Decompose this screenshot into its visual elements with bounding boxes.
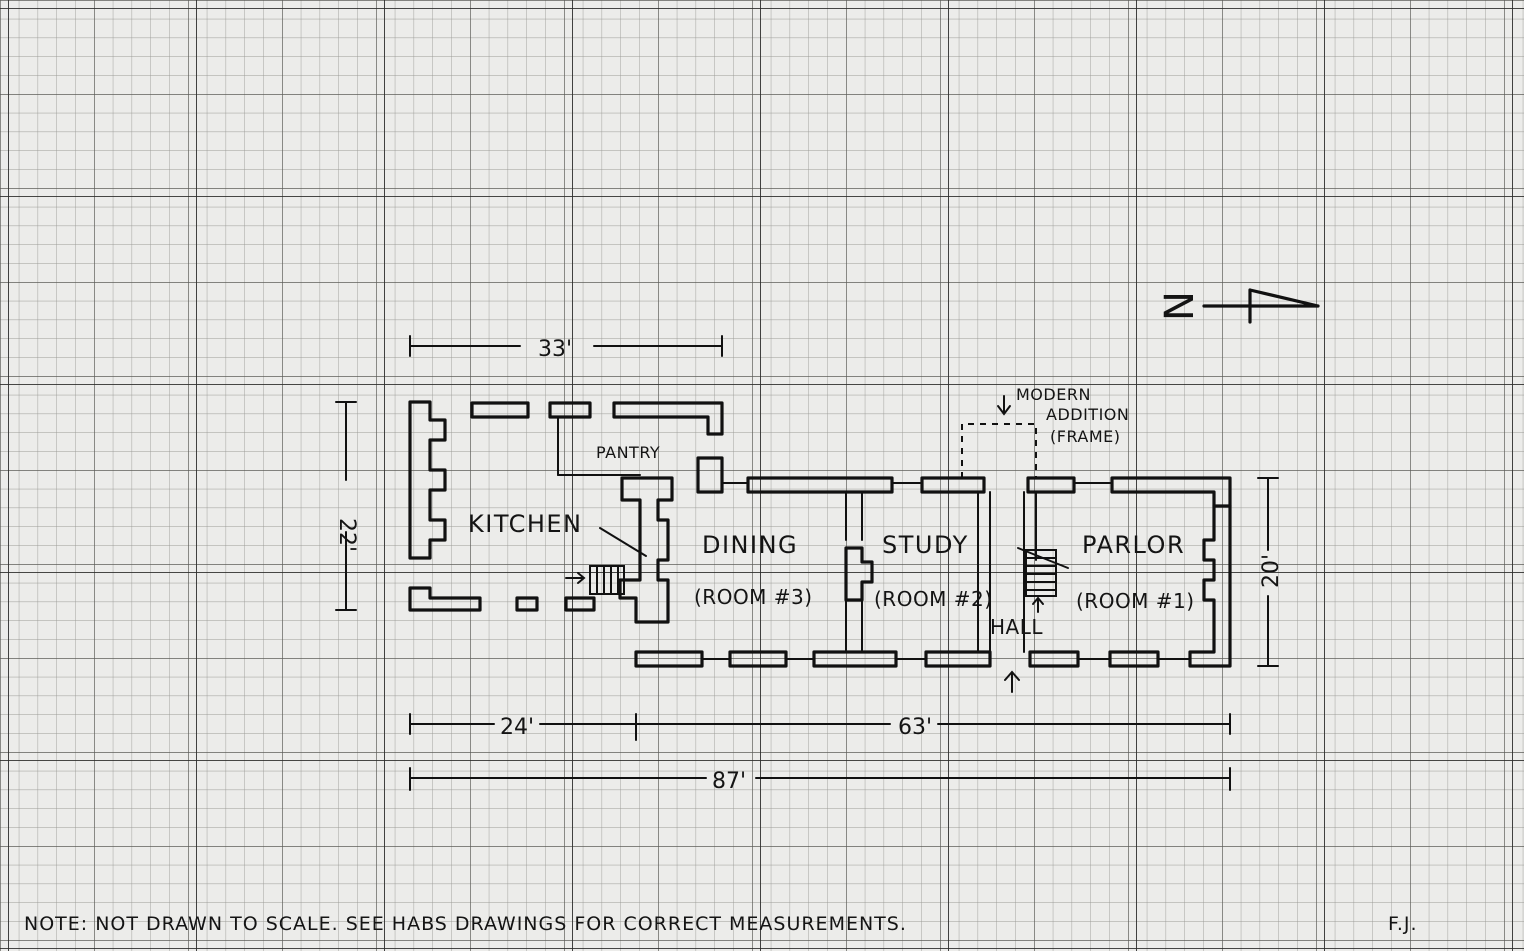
kitchen-west-wall <box>408 400 447 560</box>
entrance-arrow <box>1004 670 1020 693</box>
addition-label-line3: (FRAME) <box>1050 427 1121 446</box>
pantry-door-jamb <box>696 456 724 494</box>
central-chimney <box>618 476 674 624</box>
room-label-dining: DINING <box>702 531 798 559</box>
kitchen-window-north-1 <box>470 401 530 419</box>
dimension-left-height: 22' <box>334 518 359 552</box>
study-fireplace <box>844 546 874 602</box>
dimension-top-width: 33' <box>538 337 572 362</box>
kitchen-window-north-2 <box>548 401 592 419</box>
footer-initials: F.J. <box>1388 913 1418 935</box>
room-label-kitchen: KITCHEN <box>468 510 583 538</box>
dining-study-partition <box>845 491 863 541</box>
room-label-dining-number: (ROOM #3) <box>694 585 813 609</box>
hall-partition-west <box>977 491 991 653</box>
modern-addition-outline <box>961 423 1037 478</box>
kitchen-stair <box>565 527 647 595</box>
pantry-north-wall <box>612 401 724 436</box>
room-label-hall: HALL <box>990 615 1043 639</box>
study-window-north <box>920 476 986 494</box>
hall-partition-east <box>1023 491 1037 653</box>
building-walls <box>408 395 1232 693</box>
kitchen-window-south-2 <box>564 596 596 612</box>
footer: NOTE: NOT DRAWN TO SCALE. SEE HABS DRAWI… <box>24 913 1418 935</box>
room-label-parlor: PARLOR <box>1082 531 1185 559</box>
dimension-labels: 33' 22' 20' 24' 63' 87' <box>334 337 1284 794</box>
kitchen-west-wall-lower <box>408 586 482 612</box>
hall-stair <box>1017 547 1069 613</box>
room-label-parlor-number: (ROOM #1) <box>1076 589 1195 613</box>
room-label-pantry: PANTRY <box>596 443 660 462</box>
room-label-study-number: (ROOM #2) <box>874 587 993 611</box>
addition-label-line1: MODERN <box>1016 385 1091 404</box>
parlor-east-wall <box>1188 504 1232 668</box>
north-arrow-letter: N <box>1157 291 1203 321</box>
dimension-east-length: 63' <box>898 715 932 740</box>
dimension-right-height: 20' <box>1259 554 1284 588</box>
north-arrow-symbol: N <box>1157 288 1320 324</box>
dining-window-north <box>746 476 894 494</box>
room-label-study: STUDY <box>882 531 969 559</box>
dimension-west-length: 24' <box>500 715 534 740</box>
room-labels: KITCHEN PANTRY DINING (ROOM #3) STUDY (R… <box>468 385 1195 639</box>
footer-note: NOTE: NOT DRAWN TO SCALE. SEE HABS DRAWI… <box>24 913 907 935</box>
dimension-total-length: 87' <box>712 769 746 794</box>
addition-label-line2: ADDITION <box>1046 405 1129 424</box>
parlor-window-north-1 <box>1026 476 1076 494</box>
modern-addition-arrow <box>997 395 1011 416</box>
kitchen-window-south-1 <box>515 596 539 612</box>
dimension-lines <box>335 335 1279 791</box>
